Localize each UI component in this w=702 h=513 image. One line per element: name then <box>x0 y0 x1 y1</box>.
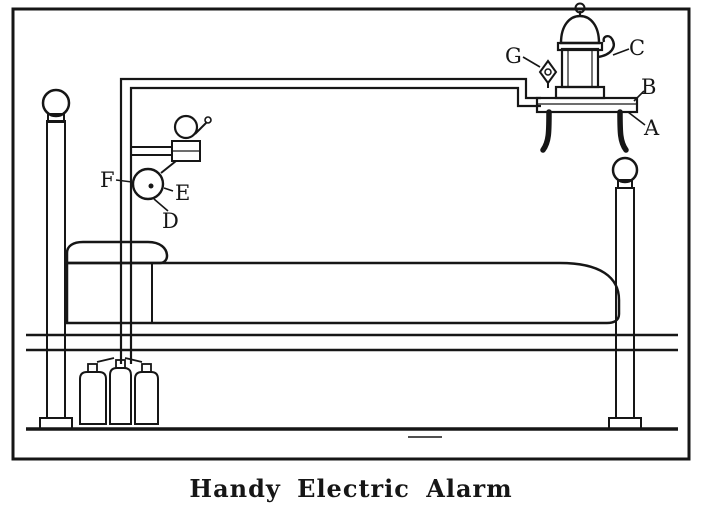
label-g: G <box>505 44 522 68</box>
label-b: B <box>641 75 656 99</box>
frame-rect <box>11 7 691 461</box>
label-f: F <box>100 168 115 192</box>
label-d: D <box>162 209 179 233</box>
battery-cell-3 <box>134 371 159 425</box>
clapper-link <box>160 160 177 174</box>
wire-inner <box>129 86 541 364</box>
bed-rails <box>26 333 678 352</box>
frame-border <box>11 7 691 461</box>
shelf-board <box>535 96 639 114</box>
dome-knob <box>574 2 586 14</box>
right-prong <box>617 109 629 153</box>
gong-center-dot <box>148 183 154 189</box>
winding-handle <box>597 34 615 59</box>
pillow-outline <box>65 240 169 265</box>
left-post-shaft <box>46 120 66 419</box>
mattress-outline <box>65 261 621 325</box>
striker-hammer-head <box>204 116 212 124</box>
gong-outline <box>131 167 165 201</box>
label-a-leader <box>627 111 646 126</box>
striker-hammer-arm <box>194 121 208 135</box>
part-labels: G C B A F E D <box>100 36 660 233</box>
battery-terminal-3 <box>141 363 152 373</box>
label-b-leader <box>633 90 645 102</box>
label-f-leader <box>115 179 133 183</box>
left-prong <box>540 109 552 153</box>
striker-bell-unit <box>160 114 212 174</box>
right-post-finial <box>611 156 639 184</box>
right-post-base <box>608 417 642 430</box>
left-bedpost <box>39 88 73 430</box>
mechanism-base <box>554 85 606 100</box>
left-post-finial <box>41 88 71 118</box>
label-g-leader <box>522 56 541 68</box>
label-leaders <box>115 48 646 212</box>
battery-cell-1 <box>79 371 107 425</box>
label-d-leader <box>153 198 169 212</box>
left-post-base <box>39 417 73 430</box>
circuit-wiring <box>119 77 541 364</box>
striker-bell <box>173 114 199 140</box>
right-bedpost <box>608 156 642 430</box>
armature-eye <box>544 68 552 76</box>
armature-piece <box>538 59 558 85</box>
battery-link-2 <box>124 357 143 363</box>
label-e: E <box>175 181 190 205</box>
alarm-apparatus <box>535 2 639 153</box>
battery-cell-2 <box>109 367 132 425</box>
gong-disc <box>131 167 165 201</box>
mattress <box>65 240 621 325</box>
label-e-leader <box>163 187 174 192</box>
battery-link-1 <box>96 357 115 363</box>
label-a: A <box>643 116 660 140</box>
figure-caption: Handy Electric Alarm <box>189 474 512 503</box>
battery-terminal-1 <box>87 363 98 373</box>
floor-line <box>26 427 678 438</box>
label-c-leader <box>612 48 630 56</box>
label-c: C <box>629 36 645 60</box>
wire-outer <box>119 77 541 364</box>
battery-cells <box>79 357 159 425</box>
bell-dome <box>559 14 601 45</box>
